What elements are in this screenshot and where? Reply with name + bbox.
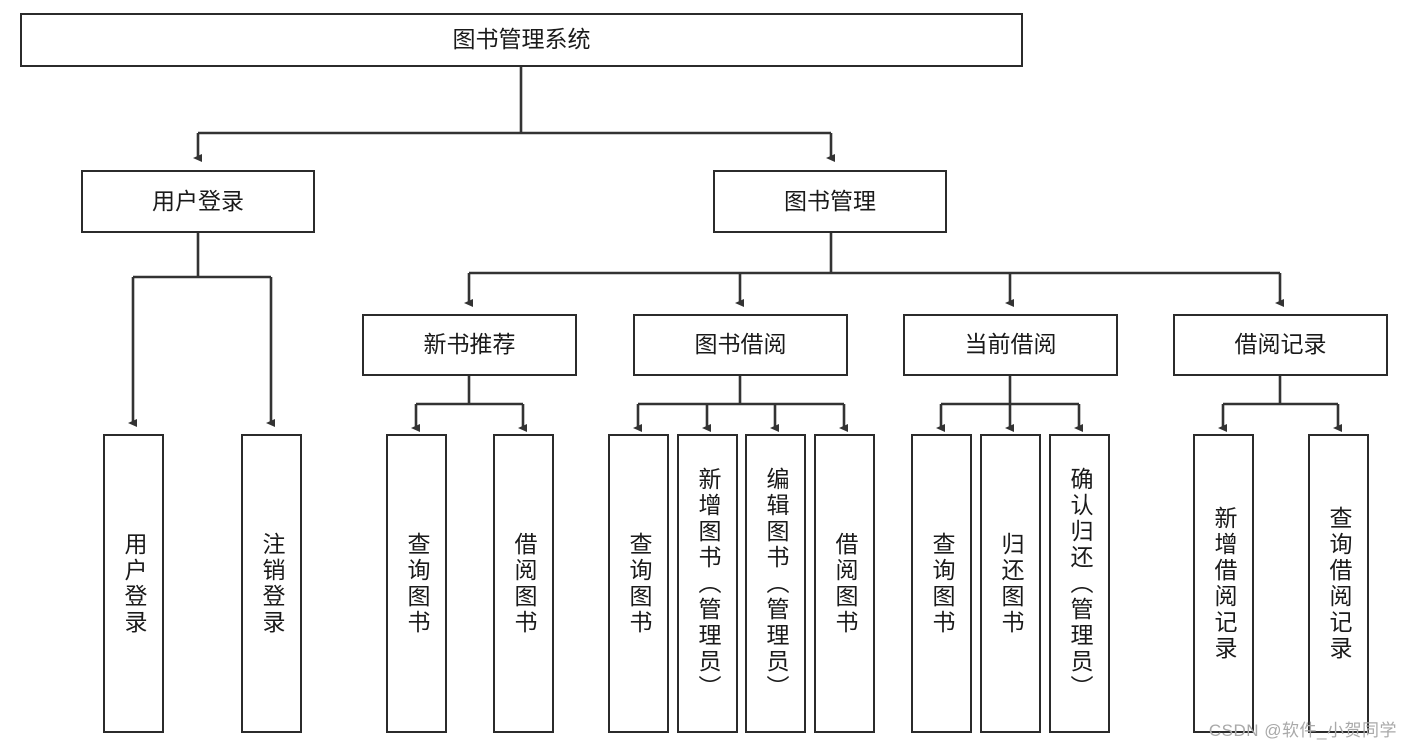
node-label: 借阅图书: [832, 531, 858, 636]
node-user-login[interactable]: 用户登录: [81, 170, 315, 233]
node-label: 用户登录: [121, 531, 147, 636]
leaf-add-book-admin[interactable]: 新增图书（管理员）: [677, 434, 738, 733]
leaf-borrow-book-recommend[interactable]: 借阅图书: [493, 434, 554, 733]
node-label: 确认归还（管理员）: [1067, 466, 1093, 701]
node-label: 编辑图书（管理员）: [763, 466, 789, 701]
node-label: 注销登录: [259, 531, 285, 636]
node-label: 新增图书（管理员）: [695, 466, 721, 701]
leaf-confirm-return-admin[interactable]: 确认归还（管理员）: [1049, 434, 1110, 733]
leaf-query-book-borrow[interactable]: 查询图书: [608, 434, 669, 733]
node-label: 图书借阅: [694, 331, 787, 358]
node-label: 借阅记录: [1234, 331, 1327, 358]
node-new-book-recommend[interactable]: 新书推荐: [362, 314, 577, 376]
node-label: 图书管理系统: [452, 26, 591, 53]
leaf-logout-login[interactable]: 注销登录: [241, 434, 302, 733]
node-label: 查询图书: [929, 531, 955, 636]
node-label: 图书管理: [784, 187, 876, 214]
leaf-borrow-book[interactable]: 借阅图书: [814, 434, 875, 733]
node-book-management[interactable]: 图书管理: [713, 170, 947, 233]
leaf-query-borrow-record[interactable]: 查询借阅记录: [1308, 434, 1369, 733]
leaf-query-book-current[interactable]: 查询图书: [911, 434, 972, 733]
watermark-text: CSDN @软件_小贺同学: [1208, 721, 1397, 740]
leaf-query-book-recommend[interactable]: 查询图书: [386, 434, 447, 733]
node-label: 新增借阅记录: [1211, 505, 1237, 662]
node-label: 查询图书: [404, 531, 430, 636]
node-label: 借阅图书: [511, 531, 537, 636]
node-borrow-record[interactable]: 借阅记录: [1173, 314, 1388, 376]
node-book-borrow[interactable]: 图书借阅: [633, 314, 848, 376]
leaf-return-book[interactable]: 归还图书: [980, 434, 1041, 733]
leaf-add-borrow-record[interactable]: 新增借阅记录: [1193, 434, 1254, 733]
node-current-borrow[interactable]: 当前借阅: [903, 314, 1118, 376]
node-label: 归还图书: [998, 531, 1024, 636]
node-root-system[interactable]: 图书管理系统: [20, 13, 1023, 67]
node-label: 新书推荐: [423, 331, 516, 358]
node-label: 查询借阅记录: [1326, 505, 1352, 662]
node-label: 当前借阅: [964, 331, 1057, 358]
leaf-user-login[interactable]: 用户登录: [103, 434, 164, 733]
node-label: 查询图书: [626, 531, 652, 636]
node-label: 用户登录: [152, 187, 244, 214]
leaf-edit-book-admin[interactable]: 编辑图书（管理员）: [745, 434, 806, 733]
